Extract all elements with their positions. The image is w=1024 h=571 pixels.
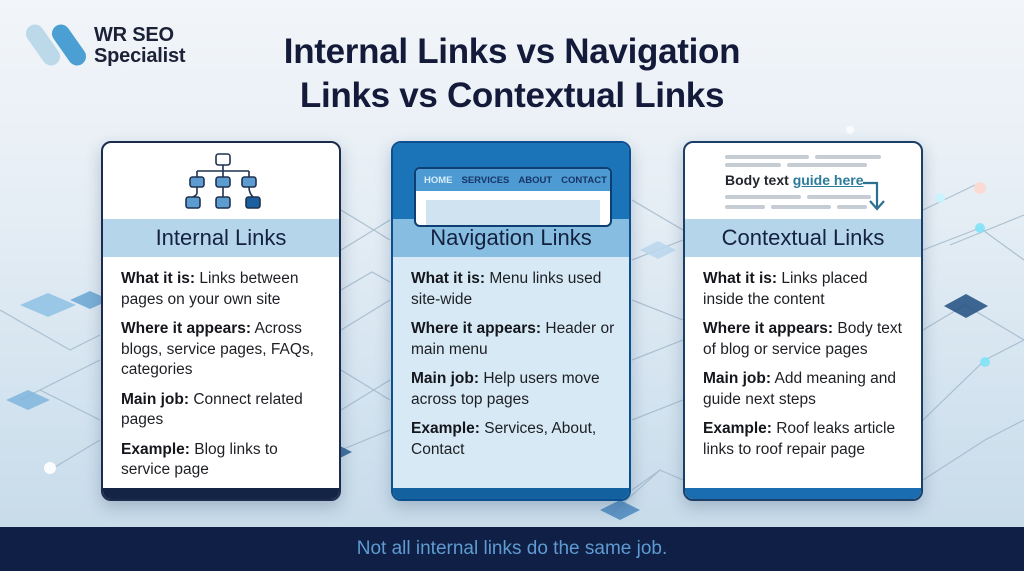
card-footer-bar: [393, 488, 629, 499]
mock-contextual-link: guide here: [792, 172, 864, 188]
brand-name: WR SEO Specialist: [94, 24, 186, 67]
card-contextual-links: Body text guide here Contextual Links Wh…: [683, 141, 923, 501]
example: Example: Roof leaks article links to roo…: [703, 420, 896, 458]
nav-services: SERVICES: [461, 174, 510, 186]
brand-mark-icon: [22, 20, 90, 70]
brand-line-1: WR SEO: [94, 24, 174, 46]
main-job: Main job: Help users move across top pag…: [411, 370, 600, 408]
where-it-appears: Where it appears: Header or main menu: [411, 320, 615, 358]
card-navigation-links: HOME SERVICES ABOUT CONTACT Navigation L…: [391, 141, 631, 501]
footer-banner: Not all internal links do the same job.: [0, 527, 1024, 571]
arrow-down-icon: [863, 181, 885, 211]
where-it-appears: Where it appears: Across blogs, service …: [121, 320, 314, 378]
main-job: Main job: Add meaning and guide next ste…: [703, 370, 896, 408]
mock-body-text: Body text guide here: [725, 172, 864, 188]
what-it-is: What it is: Menu links used site-wide: [411, 270, 602, 308]
where-it-appears: Where it appears: Body text of blog or s…: [703, 320, 902, 358]
title-line-1: Internal Links vs Navigation: [283, 32, 741, 71]
main-job: Main job: Connect related pages: [121, 390, 303, 429]
card-internal-links: Internal Links What it is: Links between…: [101, 141, 341, 501]
card-footer-bar: [685, 488, 921, 499]
card-footer-bar: [103, 488, 339, 499]
nav-contact: CONTACT: [561, 174, 607, 186]
footer-tagline: Not all internal links do the same job.: [356, 538, 668, 559]
mock-nav-bar: HOME SERVICES ABOUT CONTACT: [416, 169, 610, 191]
brand-logo: WR SEO Specialist: [22, 20, 186, 70]
website-menu-icon: HOME SERVICES ABOUT CONTACT: [414, 167, 612, 227]
example: Example: Blog links to service page: [121, 440, 278, 479]
body-text-link-icon: Body text guide here: [685, 143, 921, 219]
brand-line-2: Specialist: [94, 45, 186, 67]
what-it-is: What it is: Links between pages on your …: [121, 270, 299, 308]
card-heading: Contextual Links: [685, 219, 921, 257]
what-it-is: What it is: Links placed inside the cont…: [703, 270, 868, 308]
hierarchy-sitemap-icon: [185, 153, 261, 209]
card-heading: Internal Links: [103, 219, 339, 257]
title-line-2: Links vs Contextual Links: [299, 76, 725, 115]
page-title: Internal Links vs Navigation Links vs Co…: [232, 30, 792, 118]
nav-about: ABOUT: [518, 174, 553, 186]
example: Example: Services, About, Contact: [411, 420, 597, 458]
mock-page-content: [426, 200, 600, 225]
nav-home: HOME: [424, 174, 453, 186]
